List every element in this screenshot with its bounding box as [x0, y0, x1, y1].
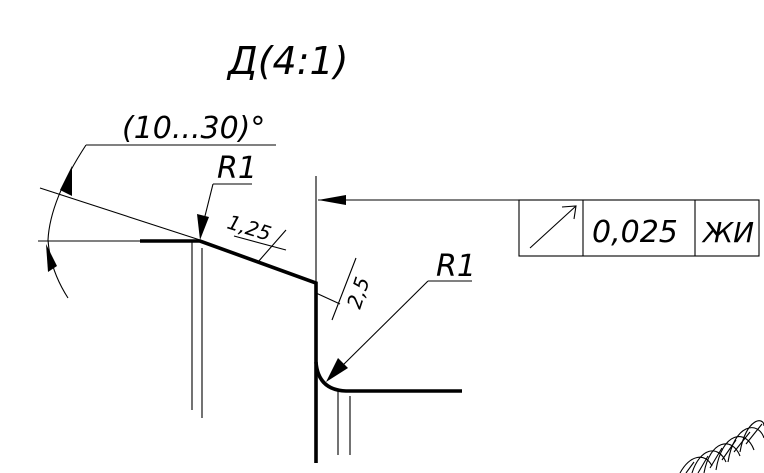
- tolerance-leader-arrow-icon: [318, 195, 346, 205]
- angle-dimension-arc: [47, 144, 87, 299]
- tolerance-datum: ЖИ: [701, 216, 754, 249]
- part-profile-fillet: [314, 361, 462, 393]
- radius-right-callout: R1: [326, 249, 476, 382]
- runout-arrow-icon: [529, 205, 577, 249]
- chamfer-depth-tick: [315, 292, 341, 305]
- angle-arrow-bottom-icon: [46, 244, 57, 272]
- radius-left-arrow-icon: [197, 214, 209, 240]
- tolerance-frame-border: [518, 199, 760, 257]
- chamfer-length-leader: [233, 235, 287, 251]
- radius-right-label: R1: [436, 249, 476, 284]
- radius-left-callout: R1: [197, 151, 257, 240]
- part-profile-left: [140, 239, 318, 463]
- chamfer-depth-dimension: 2,5: [315, 257, 375, 321]
- construction-lines: [191, 176, 351, 455]
- radius-right-leader: [337, 280, 429, 371]
- part-outline: [140, 239, 462, 463]
- angle-arrow-top-icon: [60, 166, 72, 196]
- chamfer-length-tick: [257, 229, 287, 263]
- thread-coil-icon: [679, 420, 764, 473]
- feature-control-frame: 0,025 ЖИ: [518, 199, 760, 257]
- tolerance-value: 0,025: [592, 215, 678, 250]
- radius-right-arrow-icon: [326, 358, 348, 382]
- angle-dimension: (10...30)°: [38, 111, 276, 299]
- view-title: Д(4:1): [226, 39, 349, 83]
- feature-control-frame-group: 0,025 ЖИ: [318, 195, 760, 257]
- angle-extension-line-sloped: [39, 187, 201, 241]
- chamfer-depth-label: 2,5: [342, 274, 375, 312]
- angle-dimension-label: (10...30)°: [122, 111, 265, 146]
- chamfer-depth-leader: [331, 257, 357, 321]
- radius-left-label: R1: [217, 151, 257, 186]
